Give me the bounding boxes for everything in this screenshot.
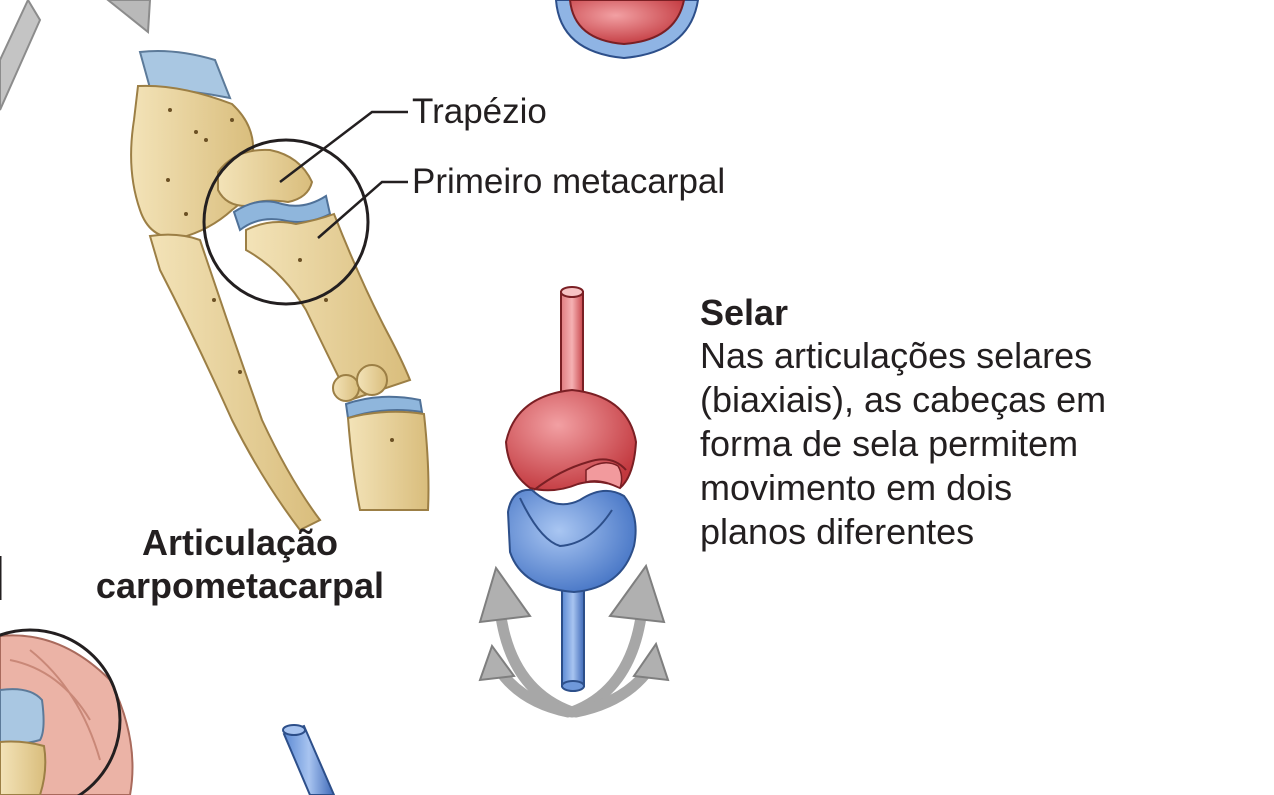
rod-fragment-bottom [282,724,336,795]
description-line: forma de sela permitem [700,423,1079,464]
description-line: (biaxiais), as cabeças em [700,379,1107,420]
description-line: planos diferentes [700,511,975,552]
gray-arrow-fragment-top-left [0,0,152,111]
joint-type-description: Nas articulações selares (biaxiais), as … [700,334,1240,554]
joint-caption-line-1: Articulação [141,522,339,563]
description-line: movimento em dois [700,467,1013,508]
leader-lines [279,110,408,239]
hand-bones [130,50,430,532]
muscle-fragment-bottom-left [0,556,134,795]
joint-type-block: Selar Nas articulações selares (biaxiais… [700,292,1240,554]
leader-trapezio [279,110,408,183]
joint-caption: Articulação carpometacarpal [60,521,420,607]
description-line: Nas articulações selares [700,335,1093,376]
joint-type-title: Selar [700,292,789,333]
leader-primeiro-metacarpal [317,180,408,239]
ball-model-fragment-top [554,0,700,60]
label-trapezio: Trapézio [412,92,547,131]
label-primeiro-metacarpal: Primeiro metacarpal [412,162,726,201]
zoom-circle [202,138,370,306]
saddle-joint-model [478,286,670,718]
joint-caption-line-2: carpometacarpal [95,565,385,606]
